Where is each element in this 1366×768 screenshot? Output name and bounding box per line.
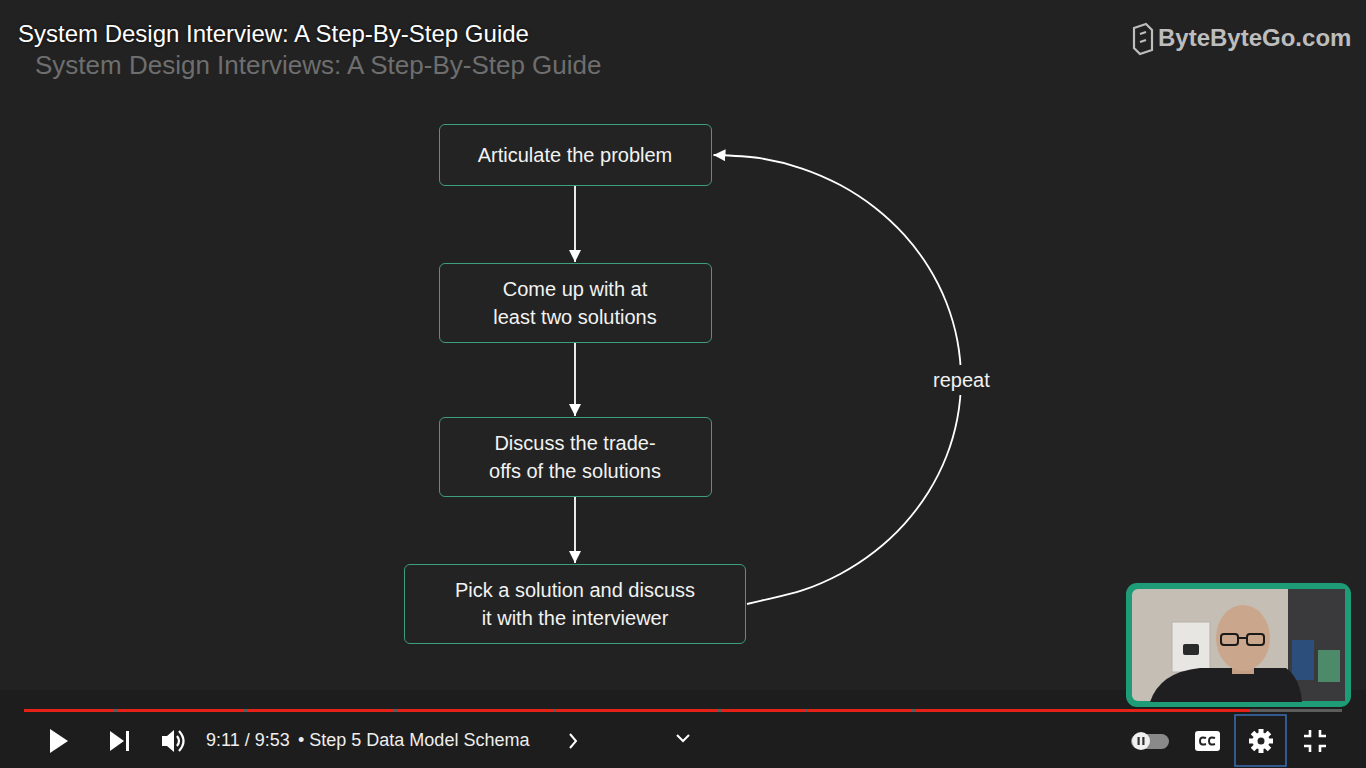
progress-bar [24,709,1342,712]
edge-label: repeat [928,365,995,395]
play-icon [50,729,68,753]
box-text: Articulate the problem [456,141,695,169]
dropdown-chevron [677,735,689,741]
flow-arrow [574,186,576,262]
box-text: Come up with at least two solutions [456,275,695,331]
focus-ring [1235,715,1286,766]
process-box: Come up with at least two solutions [439,263,712,343]
chapter-chevron [570,734,576,748]
exit-fullscreen-icon [1304,730,1326,752]
watermark: ByteByteGo.com [1158,24,1351,53]
captions-icon [1195,731,1220,751]
flow-arrow [714,155,962,604]
flow-arrow [574,497,576,563]
process-box: Discuss the trade-offs of the solutions [439,417,712,497]
chapter-title: • Step 5 Data Model Schema [298,730,529,752]
box-text: Discuss the trade-offs of the solutions [456,429,695,485]
process-box: Pick a solution and discuss it with the … [404,564,746,644]
time-display: 9:11 / 9:53 [206,730,290,752]
process-box: Articulate the problem [439,124,712,186]
box-text: Pick a solution and discuss it with the … [421,576,729,632]
flow-arrow [574,343,576,416]
logo-mark [1134,24,1152,54]
volume-icon [162,730,184,752]
autoplay-toggle [1131,732,1169,750]
video-title: System Design Interview: A Step-By-Step … [18,20,529,48]
slide-title: System Design Interviews: A Step-By-Step… [35,50,601,81]
next-icon [110,731,129,751]
settings-icon [1249,729,1273,753]
webcam-inset [1126,583,1351,707]
